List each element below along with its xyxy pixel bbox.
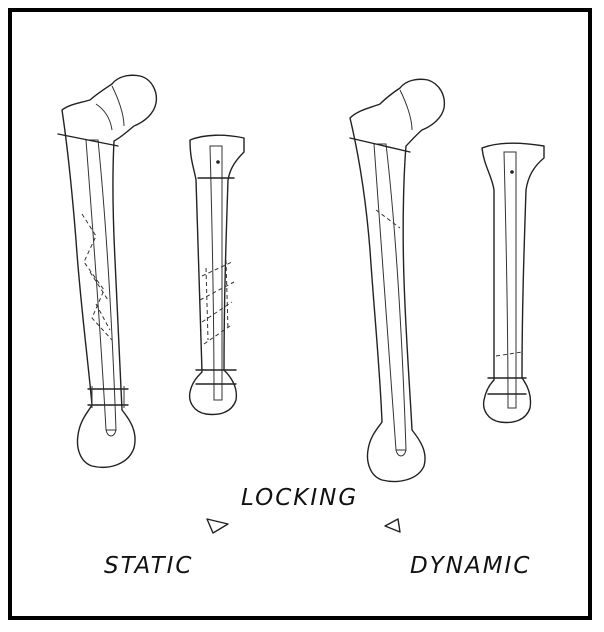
static-tibia: [190, 135, 244, 414]
dynamic-label: DYNAMIC: [410, 553, 531, 579]
dynamic-tibia: [482, 143, 544, 422]
locking-label: LOCKING: [241, 485, 358, 511]
arrow-icon: [207, 519, 400, 533]
static-femur: [58, 75, 156, 467]
static-label: STATIC: [104, 553, 194, 579]
dynamic-femur: [350, 79, 444, 481]
